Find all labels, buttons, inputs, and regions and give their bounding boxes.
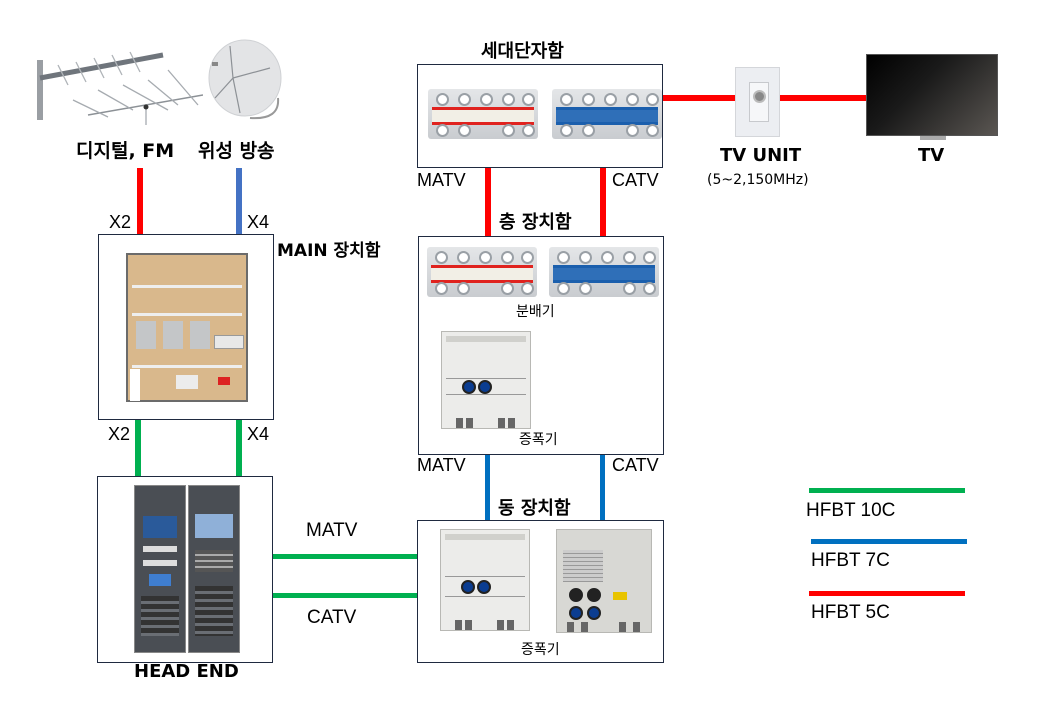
floor-amplifier-image — [441, 331, 531, 429]
floor-matv-label: MATV — [417, 455, 466, 475]
tvunit-to-tv-cable — [780, 95, 867, 101]
floor-to-household-catv-cable — [600, 168, 606, 236]
satellite-cable — [236, 168, 242, 236]
main-cabinet-image — [126, 253, 248, 402]
satellite-ports-label: X4 — [247, 212, 270, 232]
household-catv-label: CATV — [612, 170, 659, 190]
main-to-headend-cable-right — [236, 420, 242, 476]
building-box-title: 동 장치함 — [498, 498, 571, 519]
tv-unit-range: (5~2,150MHz) — [707, 172, 809, 188]
headend-matv-label: MATV — [306, 520, 358, 541]
household-matv-label: MATV — [417, 170, 466, 190]
building-to-floor-matv-cable — [485, 455, 490, 520]
floor-catv-splitter-image — [549, 247, 659, 297]
coax-port-icon — [753, 90, 766, 103]
satellite-dish-image — [200, 38, 285, 123]
legend-label-hfbt-10c: HFBT 10C — [806, 500, 896, 521]
household-box-title: 세대단자함 — [481, 41, 564, 62]
head-end-title: HEAD END — [134, 661, 239, 682]
building-amplifier-2-image — [556, 529, 652, 633]
tv-stand — [920, 136, 946, 140]
main-out-left-label: X2 — [108, 424, 131, 444]
headend-catv-label: CATV — [307, 607, 357, 628]
antenna-cable — [137, 168, 143, 236]
floor-box: 분배기 증폭기 — [418, 236, 664, 455]
catv-splitter-image — [552, 89, 662, 139]
household-to-tvunit-cable — [663, 95, 736, 101]
main-cabinet-title: MAIN 장치함 — [277, 241, 381, 261]
antenna-ports-label: X2 — [109, 212, 132, 232]
terrestrial-antenna-image — [28, 45, 204, 125]
antenna-label: 디지털, FM — [76, 140, 175, 162]
matv-splitter-image — [428, 89, 538, 139]
headend-matv-cable — [273, 554, 417, 559]
tv-unit-title: TV UNIT — [720, 145, 802, 166]
satellite-label: 위성 방송 — [198, 140, 275, 162]
floor-amplifier-caption: 증폭기 — [519, 432, 558, 448]
tv-unit-image — [735, 67, 780, 137]
legend-label-hfbt-7c: HFBT 7C — [811, 550, 890, 571]
legend-swatch-hfbt-7c — [811, 539, 967, 544]
floor-to-household-matv-cable — [485, 168, 491, 236]
main-to-headend-cable-left — [135, 420, 141, 476]
floor-catv-label: CATV — [612, 455, 659, 475]
headend-catv-cable — [273, 593, 417, 598]
floor-splitter-caption: 분배기 — [516, 304, 555, 320]
head-end-box — [97, 476, 273, 663]
building-amplifier-1-image — [440, 529, 530, 631]
building-to-floor-catv-cable — [600, 455, 605, 520]
main-out-right-label: X4 — [247, 424, 270, 444]
floor-matv-splitter-image — [427, 247, 537, 297]
building-amplifier-caption: 증폭기 — [521, 642, 560, 658]
legend-swatch-hfbt-5c — [809, 591, 965, 596]
building-box: 증폭기 — [417, 520, 664, 663]
legend-swatch-hfbt-10c — [809, 488, 965, 493]
head-end-rack-image — [134, 485, 240, 653]
tv-image — [866, 54, 998, 136]
floor-box-title: 층 장치함 — [499, 212, 572, 233]
main-cabinet-box — [98, 234, 274, 420]
legend-label-hfbt-5c: HFBT 5C — [811, 602, 890, 623]
household-box — [417, 64, 663, 168]
tv-title: TV — [918, 145, 945, 166]
